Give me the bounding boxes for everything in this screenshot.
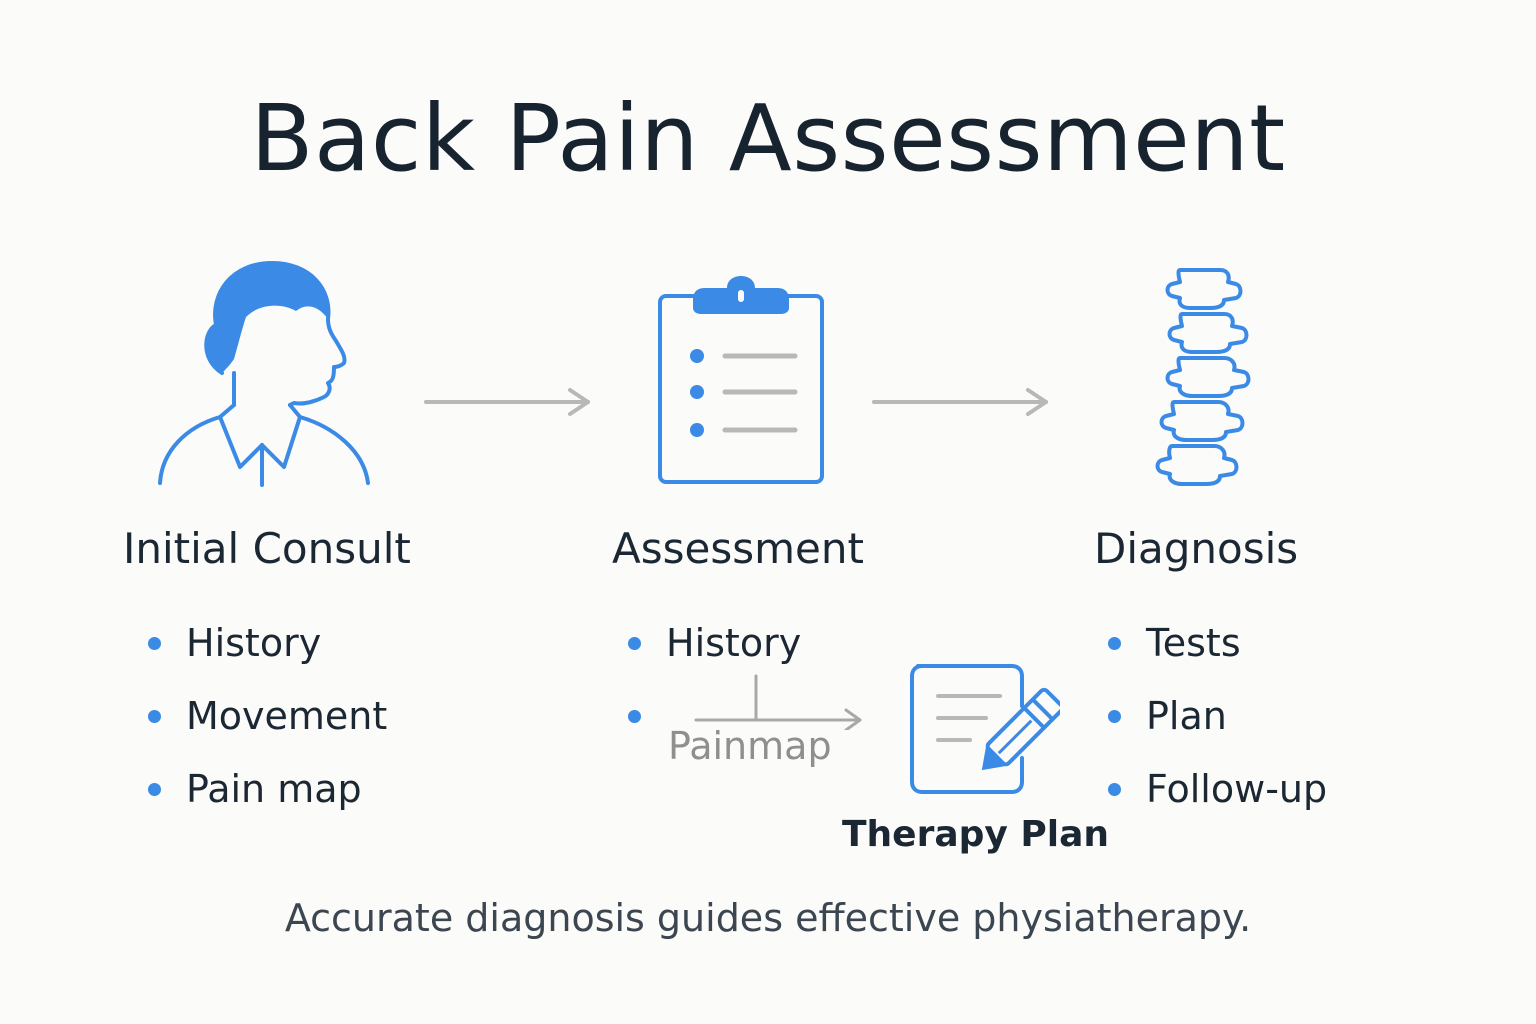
assessment-list: History <box>628 620 801 766</box>
bullet-icon <box>1108 710 1121 723</box>
page-title: Back Pain Assessment <box>250 85 1286 192</box>
bullet-icon <box>628 710 641 723</box>
bullet-icon <box>1108 783 1121 796</box>
therapy-plan-label: Therapy Plan <box>842 814 1110 855</box>
list-item: Plan <box>1108 693 1327 766</box>
bullet-icon <box>148 637 161 650</box>
step-label-assessment: Assessment <box>612 524 864 573</box>
document-pencil-icon <box>910 664 1060 794</box>
step-label-initial-consult: Initial Consult <box>123 524 411 573</box>
diagnosis-list: Tests Plan Follow-up <box>1108 620 1327 839</box>
list-item <box>628 693 801 766</box>
list-item: Follow-up <box>1108 766 1327 839</box>
bullet-icon <box>148 783 161 796</box>
list-item: History <box>628 620 801 693</box>
initial-consult-list: History Movement Pain map <box>148 620 387 839</box>
step-label-diagnosis: Diagnosis <box>1094 524 1299 573</box>
list-item: History <box>148 620 387 693</box>
list-item: Movement <box>148 693 387 766</box>
bullet-icon <box>628 637 641 650</box>
bullet-icon <box>1108 637 1121 650</box>
spine-icon <box>1155 268 1251 486</box>
branch-arrow <box>694 674 862 730</box>
clipboard-checklist-icon <box>658 276 824 484</box>
painmap-label: Painmap <box>668 724 832 768</box>
footer-caption: Accurate diagnosis guides effective phys… <box>284 896 1252 940</box>
list-item: Pain map <box>148 766 387 839</box>
person-head-icon <box>158 261 370 487</box>
list-item: Tests <box>1108 620 1327 693</box>
flow-arrow <box>424 388 590 416</box>
bullet-icon <box>148 710 161 723</box>
flow-arrow <box>872 388 1048 416</box>
